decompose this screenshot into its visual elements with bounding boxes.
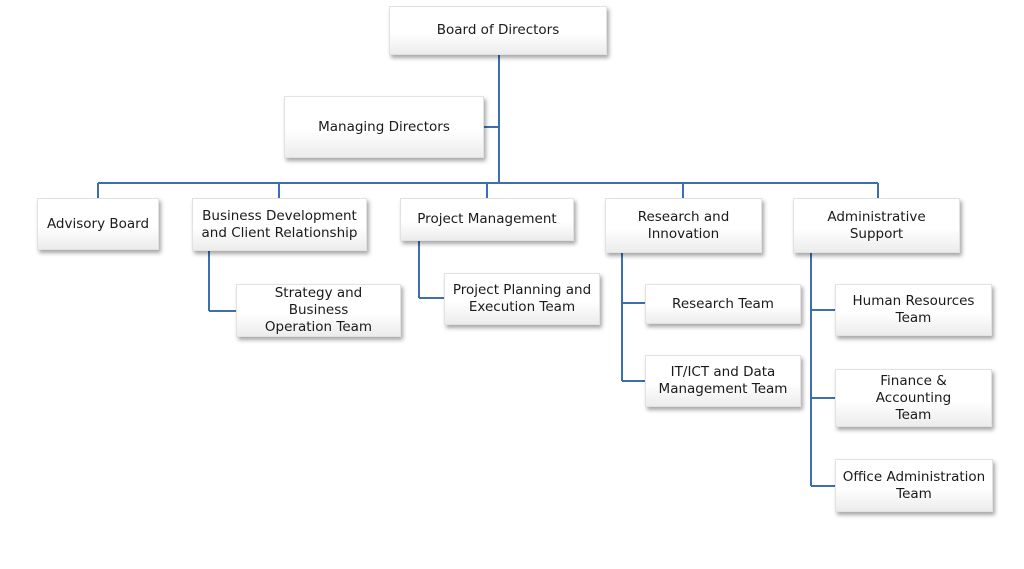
project-management-label: Project Management xyxy=(417,211,557,227)
human-resources-box: Human Resources Team xyxy=(835,284,992,336)
advisory-board-label: Advisory Board xyxy=(46,215,150,232)
business-development-label: Business Development and Client Relation… xyxy=(201,207,358,241)
human-resources-label: Human Resources Team xyxy=(852,293,975,326)
board-of-directors-label: Board of Directors xyxy=(436,22,560,38)
project-planning-label: Project Planning and Execution Team xyxy=(452,282,592,315)
administrative-support-label: Administrative Support xyxy=(827,208,926,242)
managing-directors-label: Managing Directors xyxy=(318,118,450,135)
strategy-operation-box: Strategy and Business Operation Team xyxy=(236,284,401,337)
research-innovation-box: Research and Innovation xyxy=(605,198,762,253)
strategy-operation-label: Strategy and Business Operation Team xyxy=(264,285,373,335)
managing-directors-box: Managing Directors xyxy=(284,96,484,158)
board-of-directors-box: Board of Directors xyxy=(389,6,607,55)
research-team-box: Research Team xyxy=(645,284,801,324)
advisory-board-box: Advisory Board xyxy=(37,198,159,250)
research-innovation-label: Research and Innovation xyxy=(637,208,730,242)
it-ict-box: IT/ICT and Data Management Team xyxy=(645,355,801,407)
business-development-box: Business Development and Client Relation… xyxy=(192,198,367,251)
it-ict-label: IT/ICT and Data Management Team xyxy=(658,364,788,397)
project-planning-box: Project Planning and Execution Team xyxy=(444,273,600,325)
administrative-support-box: Administrative Support xyxy=(793,198,960,253)
office-administration-label: Office Administration Team xyxy=(842,468,986,502)
finance-accounting-box: Finance & Accounting Team xyxy=(835,369,992,427)
research-team-label: Research Team xyxy=(672,295,774,312)
finance-accounting-label: Finance & Accounting Team xyxy=(875,372,952,423)
office-administration-box: Office Administration Team xyxy=(835,459,993,512)
project-management-box: Project Management xyxy=(400,198,574,241)
